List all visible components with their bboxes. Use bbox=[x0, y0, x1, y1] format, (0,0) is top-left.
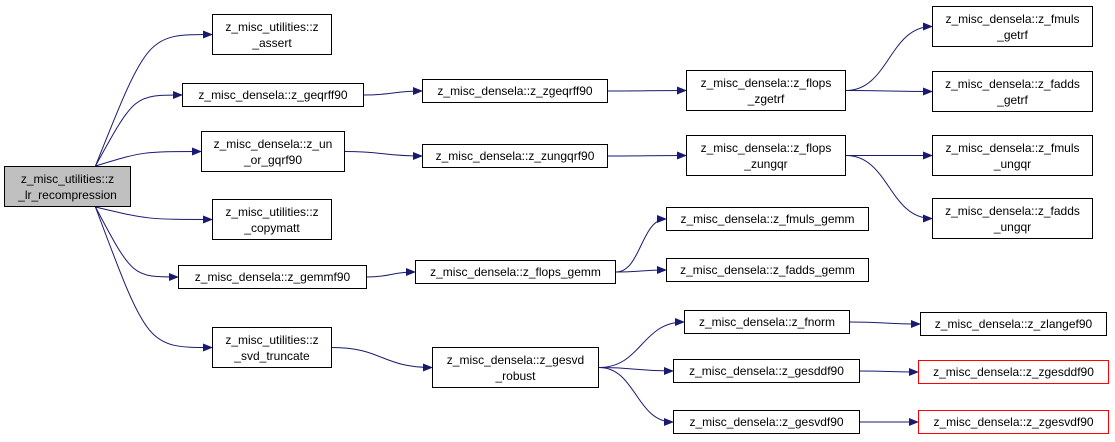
node-root: z_misc_utilities::z _lr_recompression bbox=[4, 166, 131, 207]
edge-flops_gemm-to-fadds_gemm bbox=[615, 266, 667, 275]
edge-root-to-copymatt bbox=[95, 206, 213, 224]
node-gesvd-robust[interactable]: z_misc_densela::z_gesvd _robust bbox=[432, 347, 599, 388]
node-fmuls-ungqr[interactable]: z_misc_densela::z_fmuls _ungqr bbox=[932, 135, 1093, 176]
node-label: z_misc_densela::z_zgesvdf90 bbox=[933, 415, 1094, 429]
node-label: z_misc_densela::z_flops_gemm bbox=[430, 265, 601, 279]
node-label: z_misc_densela::z_geqrff90 bbox=[198, 88, 348, 102]
edge-un_or_gqrf90-to-zungqrf90 bbox=[344, 151, 423, 160]
node-fmuls-gemm[interactable]: z_misc_densela::z_fmuls_gemm bbox=[666, 207, 869, 231]
node-flops-zungqr[interactable]: z_misc_densela::z_flops _zungqr bbox=[686, 135, 846, 176]
node-label: z_misc_densela::z_fadds_gemm bbox=[680, 263, 855, 277]
node-gemmf90[interactable]: z_misc_densela::z_gemmf90 bbox=[178, 265, 367, 289]
node-label: z_misc_densela::z_zgesddf90 bbox=[933, 365, 1094, 379]
edge-root-to-svd_truncate bbox=[94, 206, 213, 352]
node-label: z_misc_densela::z_fnorm bbox=[698, 315, 836, 329]
node-label: z_misc_densela::z_fmuls _ungqr bbox=[945, 140, 1080, 171]
node-zgesddf90[interactable]: z_misc_densela::z_zgesddf90 bbox=[918, 360, 1109, 384]
node-zlangef90[interactable]: z_misc_densela::z_zlangef90 bbox=[920, 312, 1107, 336]
edge-gesvd_robust-to-fnorm bbox=[598, 318, 685, 368]
edge-flops_zgetrf-to-fadds_getrf bbox=[845, 87, 933, 96]
node-label: z_misc_densela::z_fmuls_gemm bbox=[680, 212, 855, 226]
edge-root-to-un_or_gqrf90 bbox=[95, 147, 202, 167]
node-gesddf90[interactable]: z_misc_densela::z_gesddf90 bbox=[673, 359, 860, 383]
node-label: z_misc_utilities::z _lr_recompression bbox=[18, 171, 117, 202]
node-label: z_misc_densela::z_gesddf90 bbox=[689, 364, 844, 378]
node-label: z_misc_densela::z_un _or_gqrf90 bbox=[213, 136, 333, 167]
node-label: z_misc_utilities::z _svd_truncate bbox=[225, 332, 319, 363]
node-fadds-getrf[interactable]: z_misc_densela::z_fadds _getrf bbox=[932, 71, 1093, 112]
edge-root-to-assert bbox=[94, 30, 213, 167]
edge-gesvd_robust-to-gesvdf90 bbox=[598, 367, 674, 426]
node-label: z_misc_densela::z_fmuls _getrf bbox=[945, 11, 1080, 42]
edge-gesvd_robust-to-gesddf90 bbox=[598, 366, 674, 375]
node-assert[interactable]: z_misc_utilities::z _assert bbox=[212, 14, 332, 55]
edge-flops_gemm-to-fmuls_gemm bbox=[615, 215, 667, 273]
node-svd-truncate[interactable]: z_misc_utilities::z _svd_truncate bbox=[212, 327, 332, 368]
node-zgeqrff90[interactable]: z_misc_densela::z_zgeqrff90 bbox=[422, 79, 608, 103]
edge-fnorm-to-zlangef90 bbox=[849, 319, 921, 328]
node-label: z_misc_densela::z_fadds _ungqr bbox=[945, 203, 1080, 234]
node-label: z_misc_densela::z_zgeqrff90 bbox=[437, 84, 593, 98]
node-label: z_misc_densela::z_zungqrf90 bbox=[435, 149, 595, 163]
node-geqrff90[interactable]: z_misc_densela::z_geqrff90 bbox=[182, 83, 364, 107]
edge-root-to-gemmf90 bbox=[94, 206, 179, 281]
node-copymatt[interactable]: z_misc_utilities::z _copymatt bbox=[212, 199, 332, 240]
node-flops-gemm[interactable]: z_misc_densela::z_flops_gemm bbox=[415, 260, 616, 284]
edge-svd_truncate-to-gesvd_robust bbox=[331, 347, 433, 372]
node-fnorm[interactable]: z_misc_densela::z_fnorm bbox=[684, 310, 850, 334]
node-flops-zgetrf[interactable]: z_misc_densela::z_flops _zgetrf bbox=[686, 70, 846, 111]
node-fadds-gemm[interactable]: z_misc_densela::z_fadds_gemm bbox=[666, 258, 869, 282]
node-label: z_misc_utilities::z _assert bbox=[225, 19, 319, 50]
edge-zgeqrff90-to-flops_zgetrf bbox=[607, 86, 687, 95]
node-label: z_misc_densela::z_gemmf90 bbox=[194, 270, 351, 284]
node-label: z_misc_densela::z_gesvdf90 bbox=[689, 415, 844, 429]
node-label: z_misc_densela::z_fadds _getrf bbox=[945, 76, 1080, 107]
node-label: z_misc_densela::z_zlangef90 bbox=[934, 317, 1093, 331]
node-gesvdf90[interactable]: z_misc_densela::z_gesvdf90 bbox=[673, 410, 860, 434]
edge-gemmf90-to-flops_gemm bbox=[366, 268, 416, 278]
node-un-or-gqrf90[interactable]: z_misc_densela::z_un _or_gqrf90 bbox=[201, 131, 345, 172]
edge-flops_zgetrf-to-fmuls_getrf bbox=[845, 22, 933, 91]
node-label: z_misc_utilities::z _copymatt bbox=[225, 204, 319, 235]
node-zgesvdf90[interactable]: z_misc_densela::z_zgesvdf90 bbox=[918, 410, 1109, 434]
edge-flops_zungqr-to-fadds_ungqr bbox=[845, 155, 933, 223]
edge-zungqrf90-to-flops_zungqr bbox=[607, 151, 687, 160]
node-zungqrf90[interactable]: z_misc_densela::z_zungqrf90 bbox=[422, 144, 608, 168]
edge-geqrff90-to-zgeqrff90 bbox=[363, 87, 423, 96]
edge-gesddf90-to-zgesddf90 bbox=[859, 367, 919, 376]
node-fadds-ungqr[interactable]: z_misc_densela::z_fadds _ungqr bbox=[932, 198, 1093, 239]
node-label: z_misc_densela::z_flops _zgetrf bbox=[700, 75, 832, 106]
edge-root-to-geqrff90 bbox=[95, 91, 183, 167]
node-label: z_misc_densela::z_flops _zungqr bbox=[700, 140, 832, 171]
node-label: z_misc_densela::z_gesvd _robust bbox=[446, 352, 585, 383]
node-fmuls-getrf[interactable]: z_misc_densela::z_fmuls _getrf bbox=[932, 6, 1093, 47]
